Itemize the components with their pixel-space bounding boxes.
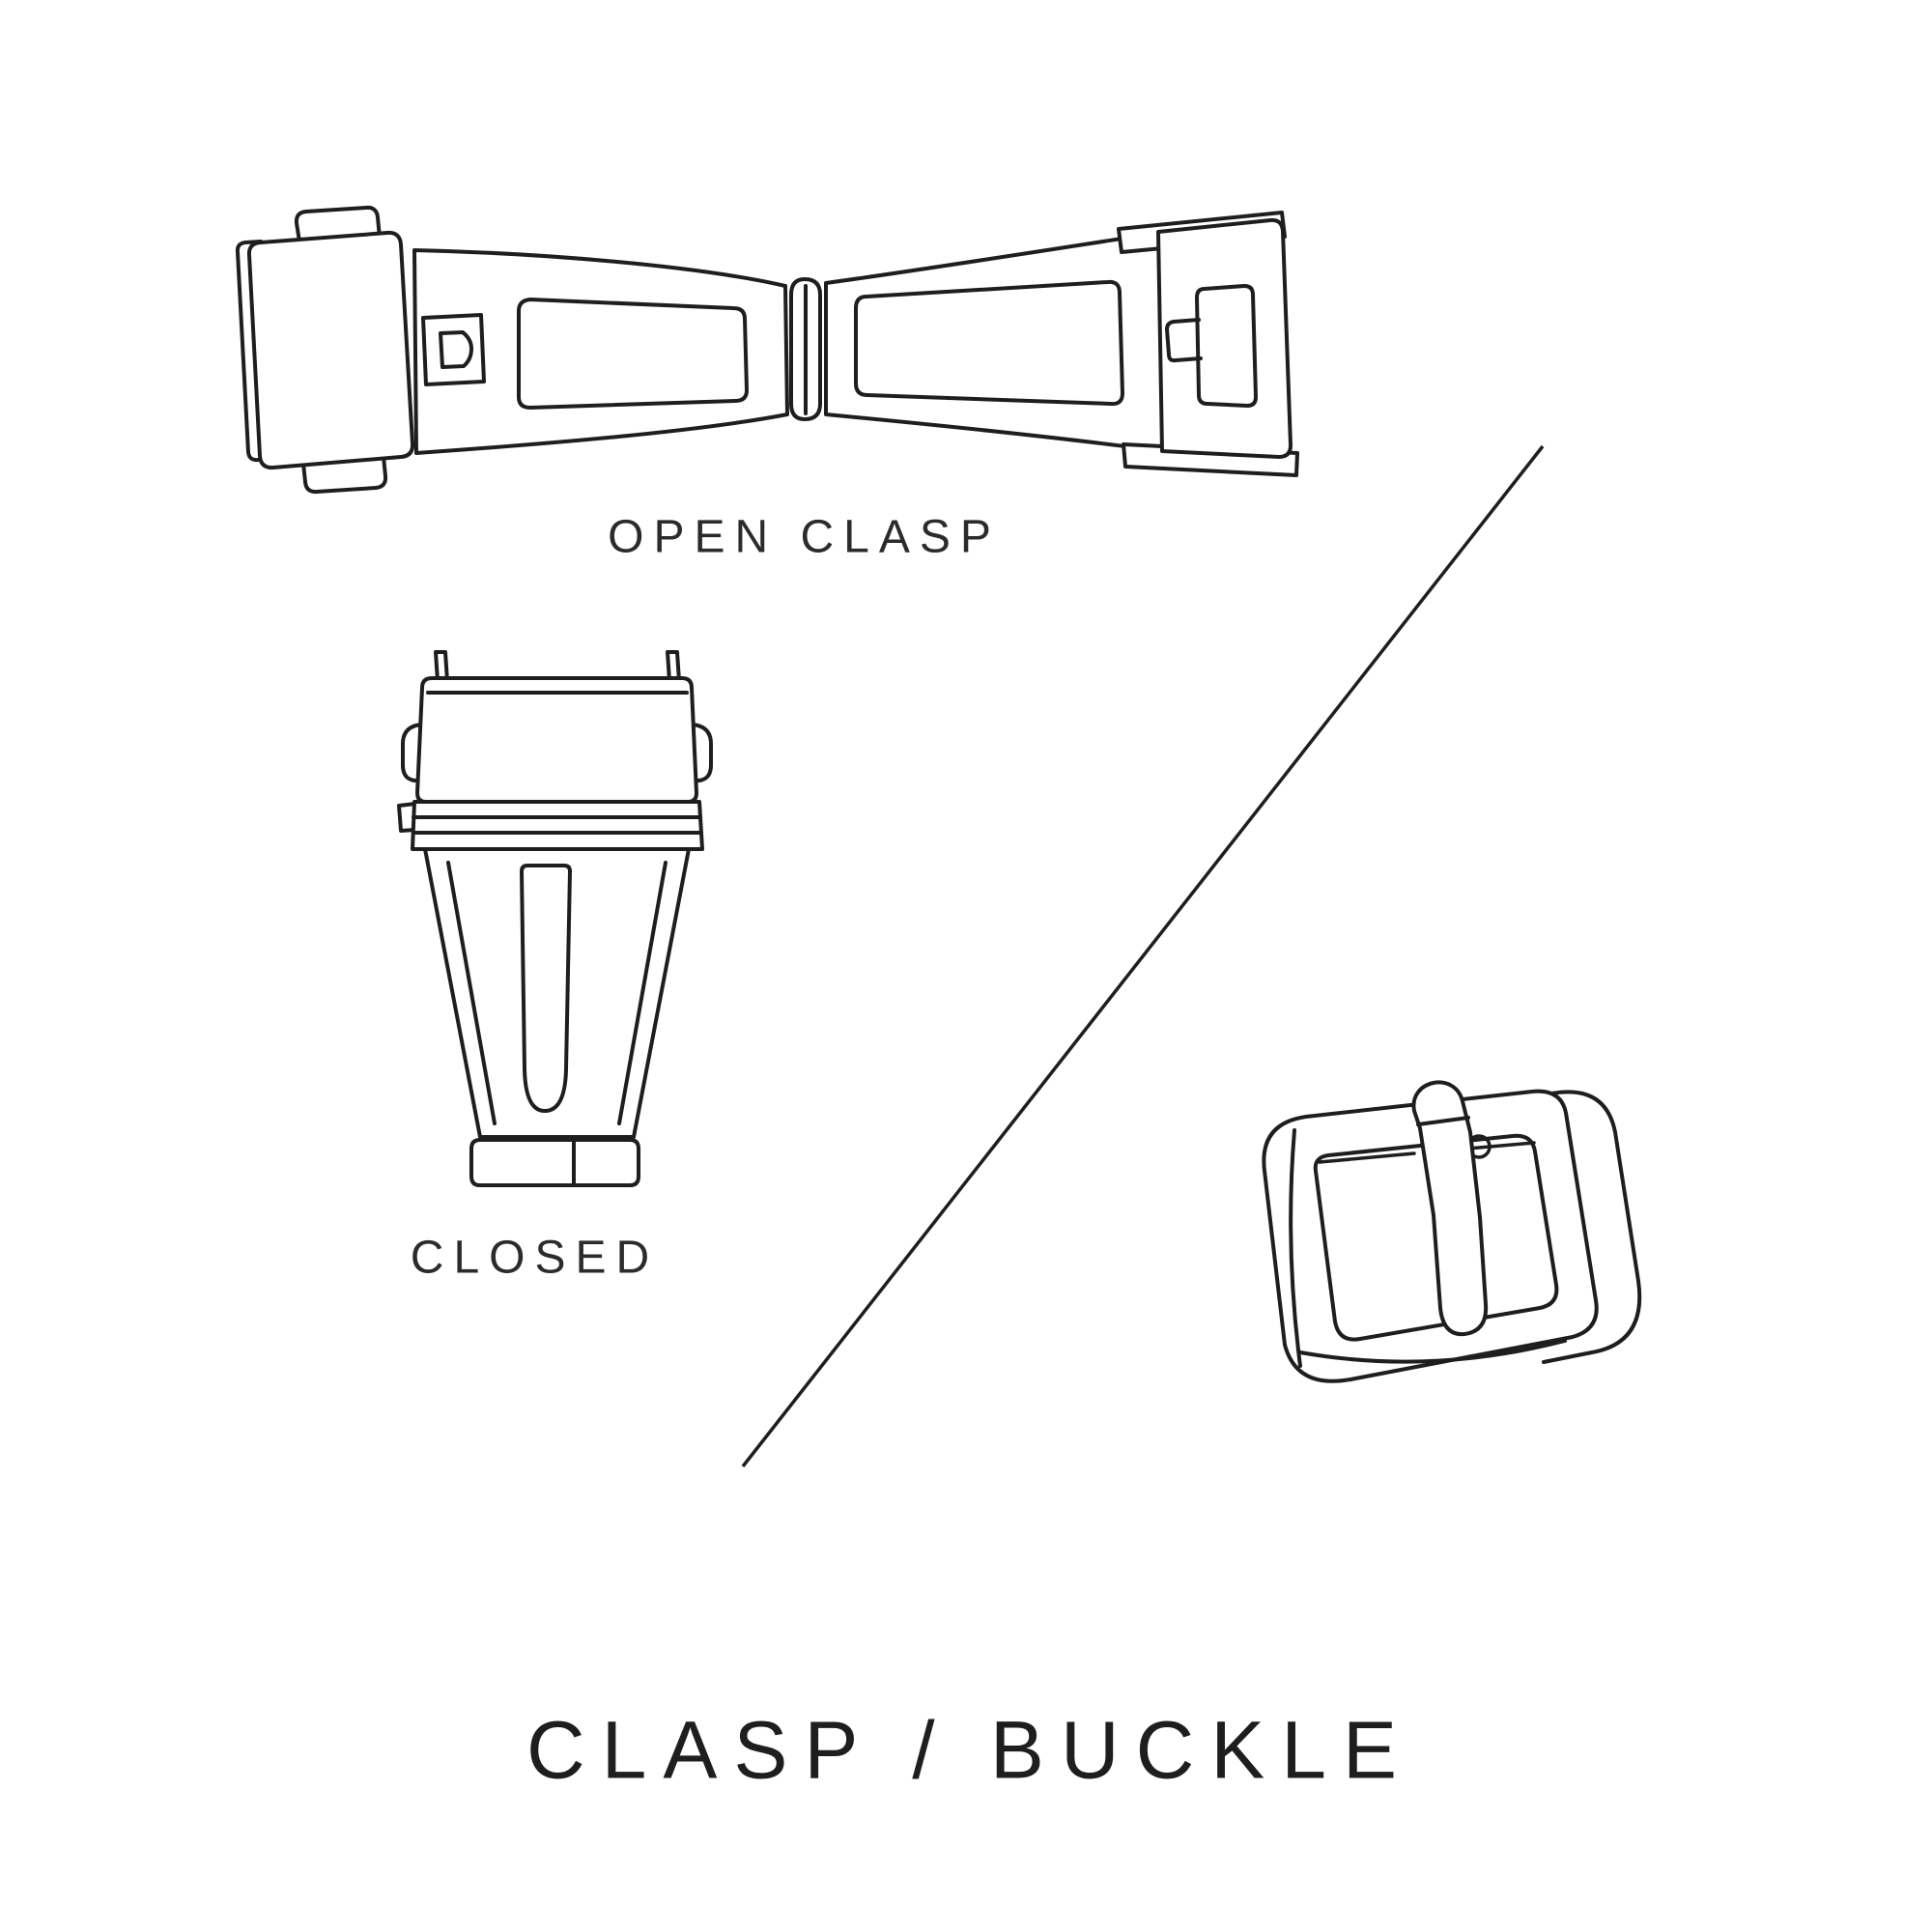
clasp-body-window xyxy=(520,864,572,1113)
clasp-ear-right xyxy=(691,723,713,783)
right-arm-window xyxy=(854,279,1124,407)
clasp-body-edge-left xyxy=(446,861,497,1125)
clasp-body xyxy=(423,847,691,1139)
cover-body xyxy=(246,230,415,470)
catch-slot xyxy=(421,313,486,386)
cover-rolled-edge xyxy=(235,240,273,463)
end-piece-cutout xyxy=(1195,284,1258,408)
end-piece-hook xyxy=(1165,318,1203,363)
divider-line xyxy=(741,444,1545,1468)
clasp-top-block xyxy=(415,676,698,804)
clasp-band-notch xyxy=(397,802,417,833)
open-clasp-illustration xyxy=(235,205,1299,495)
clasp-band xyxy=(411,800,704,851)
buckle-illustration xyxy=(1262,1080,1642,1383)
clasp-foot xyxy=(469,1138,640,1187)
clasp-ear-left xyxy=(401,723,423,783)
divider-stroke xyxy=(741,444,1545,1468)
cover-bottom-tab xyxy=(301,455,388,495)
buckle-thickness-edge xyxy=(1542,1090,1642,1364)
buckle-tongue-bend-line xyxy=(1416,1116,1470,1126)
closed-label: CLOSED xyxy=(410,1232,660,1284)
buckle-pin-bar-right xyxy=(1466,1141,1536,1151)
buckle-tongue xyxy=(1411,1080,1489,1337)
right-arm xyxy=(824,231,1165,453)
buckle-pin-bar-left xyxy=(1318,1151,1416,1164)
buckle-bottom-inner-curve xyxy=(1298,1339,1567,1364)
end-piece xyxy=(1156,217,1293,459)
clasp-body-edge-right xyxy=(617,861,668,1125)
closed-clasp-illustration xyxy=(397,650,713,1187)
diagram-title: CLASP / BUCKLE xyxy=(526,1704,1414,1796)
cover-top-tab xyxy=(294,205,382,243)
buckle-left-inner-curve xyxy=(1289,1128,1302,1368)
catch-slot-inner xyxy=(439,330,473,369)
open-clasp-label: OPEN CLASP xyxy=(608,511,1001,563)
left-arm-window xyxy=(517,298,749,410)
